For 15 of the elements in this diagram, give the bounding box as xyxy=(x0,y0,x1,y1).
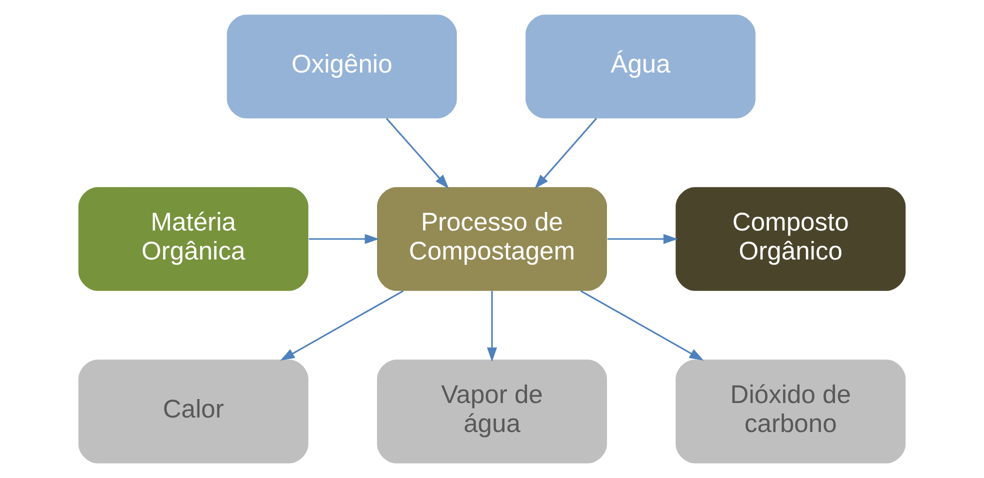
node-box: Oxigênio xyxy=(226,14,457,118)
node-box: Calor xyxy=(78,360,308,464)
arrow xyxy=(608,234,678,244)
node-box: Água xyxy=(526,14,756,118)
node-box: Dióxido de carbono xyxy=(676,360,906,464)
arrow xyxy=(580,290,704,361)
arrow xyxy=(486,290,498,362)
node-box: Matéria Orgânica xyxy=(78,187,308,291)
arrow xyxy=(534,118,597,189)
node-box: Composto Orgânico xyxy=(676,187,906,291)
arrow xyxy=(280,290,404,361)
arrow xyxy=(308,234,380,244)
node-box: Vapor de água xyxy=(377,360,607,464)
arrow xyxy=(386,118,449,189)
node-box: Processo de Compostagem xyxy=(377,187,607,291)
